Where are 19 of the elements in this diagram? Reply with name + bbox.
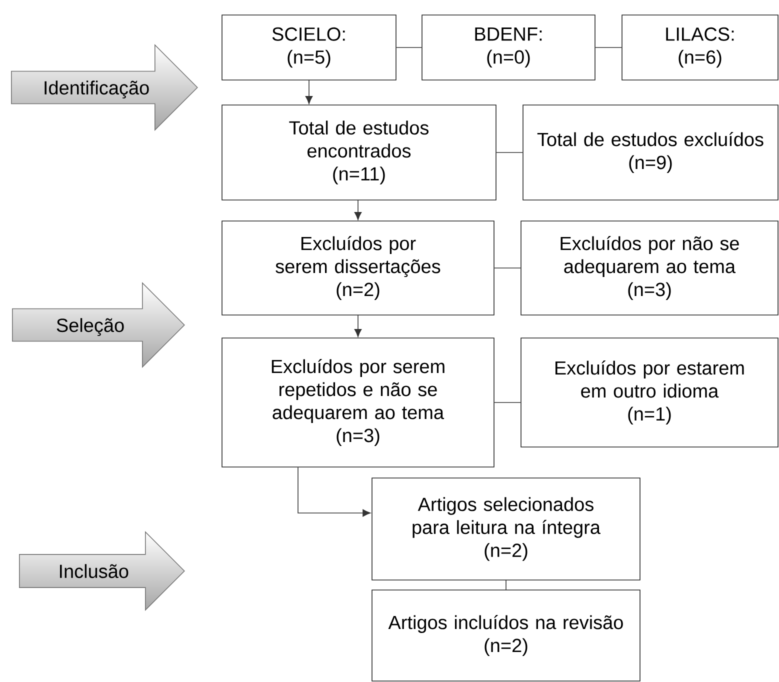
connector (496, 152, 523, 153)
process-box: Excluídos por serem repetidos e não se adequarem ao tema (n=3) (222, 338, 494, 468)
connector (354, 314, 362, 337)
process-box: Total de estudos encontrados (n=11) (222, 104, 496, 200)
process-box: Total de estudos excluídos (n=9) (522, 104, 778, 200)
process-box: LILACS: (n=6) (622, 14, 778, 80)
process-box: Artigos selecionados para leitura na íntegra (n=2) (372, 478, 640, 580)
process-box: Excluídos por serem dissertações (n=2) (222, 220, 494, 316)
connector (354, 200, 362, 220)
connector (396, 47, 422, 48)
process-box: Excluídos por não se adequarem ao tema (n=3) (520, 220, 778, 316)
connector (305, 80, 313, 104)
process-box: Excluídos por estarem em outro idioma (n=1) (520, 338, 778, 448)
process-box: SCIELO: (n=5) (222, 14, 396, 80)
process-box: BDENF: (n=0) (422, 14, 596, 80)
process-box: Artigos incluídos na revisão (n=2) (372, 590, 640, 682)
connector (494, 402, 521, 403)
connector (298, 467, 371, 517)
connector (595, 47, 622, 48)
